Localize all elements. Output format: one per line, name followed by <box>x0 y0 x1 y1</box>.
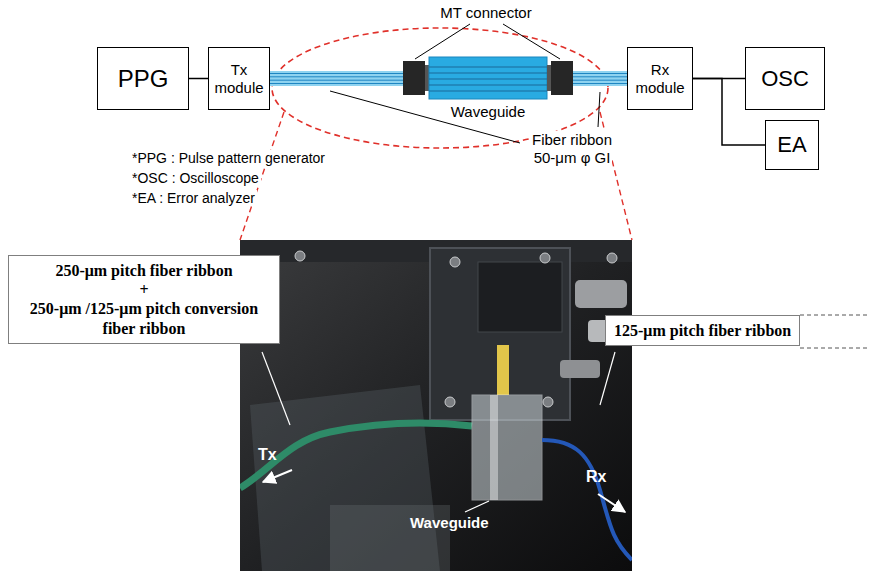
mt-connector <box>403 61 425 95</box>
instrument-box: OSC <box>745 47 825 110</box>
screw <box>445 397 455 407</box>
fiber-strand <box>270 83 403 84</box>
node-text: PPG <box>118 65 169 93</box>
module-box: Tx module <box>208 47 270 110</box>
fiber-ribbon-photo <box>542 440 632 560</box>
fiber-strand <box>270 73 403 74</box>
connector-group <box>573 74 627 84</box>
callout-box: 250-μm pitch fiber ribbon+250-μm /125-μm… <box>8 255 280 344</box>
node-text: Tx module <box>212 61 266 96</box>
setup-photo <box>240 240 632 571</box>
screw <box>543 397 553 407</box>
leader-line <box>600 352 615 405</box>
waveguide-core <box>429 90 547 91</box>
footnote: *OSC : Oscilloscope <box>130 170 261 186</box>
part-label: MT connector <box>438 4 533 21</box>
mount-plate <box>430 248 570 420</box>
waveguide-photo <box>472 395 542 500</box>
leader-line <box>262 352 290 425</box>
screw <box>295 251 305 261</box>
screw <box>540 253 550 263</box>
waveguide-core <box>429 84 547 85</box>
connector-group <box>189 78 208 79</box>
node-text: + <box>17 280 271 299</box>
guide-line <box>800 315 870 316</box>
mt-connector <box>551 61 573 95</box>
micrometer-knob <box>560 360 600 378</box>
zoom-ellipse <box>272 28 608 148</box>
guide-line <box>800 348 870 349</box>
connector-group <box>270 74 403 84</box>
waveguide-body <box>429 57 547 99</box>
fiber-strand <box>573 83 627 84</box>
mt-connector <box>425 65 429 91</box>
signal-wire <box>189 78 208 80</box>
waveguide-photo <box>490 395 498 500</box>
leader-line <box>503 24 560 59</box>
footnote: *EA : Error analyzer <box>130 190 257 206</box>
node-text: Waveguide <box>403 103 573 120</box>
direction-arrow <box>263 470 292 482</box>
node-text: OSC <box>761 66 809 91</box>
fiber-strand <box>573 80 627 81</box>
micrometer-knob <box>575 280 627 308</box>
tab <box>497 345 509 395</box>
callout-box: 125-μm pitch fiber ribbon <box>605 315 800 346</box>
screw <box>450 257 460 267</box>
stage-block <box>478 262 562 332</box>
photo-background <box>240 240 632 571</box>
spec-label: 50-μm φ GI <box>532 149 613 166</box>
instrument-box: EA <box>765 120 819 170</box>
waveguide-core <box>429 72 547 73</box>
fiber-ribbon <box>270 71 403 86</box>
instrument-box: PPG <box>97 47 189 110</box>
photo-label: Waveguide <box>408 514 491 531</box>
fiber-strand <box>573 73 627 74</box>
fiber-ribbon-photo <box>240 423 472 488</box>
node-text: 250-μm /125-μm pitch conversion fiber ri… <box>17 299 271 337</box>
node-text: EA <box>777 132 806 157</box>
photo-label: Tx <box>256 446 279 464</box>
fiber-strand <box>270 76 403 77</box>
direction-arrow <box>598 494 625 512</box>
leader-line <box>465 501 489 512</box>
module-box: Rx module <box>627 47 693 110</box>
waveguide-core <box>429 78 547 79</box>
node-text: Rx module <box>631 61 689 96</box>
node-text: 250-μm pitch fiber ribbon <box>17 261 271 280</box>
footnote: *PPG : Pulse pattern generator <box>130 150 327 166</box>
fiber-strand <box>270 80 403 81</box>
photo-label: Rx <box>584 468 608 486</box>
fiber-strand <box>573 76 627 77</box>
part-label: Fiber ribbon <box>530 131 614 148</box>
leader-line <box>598 92 600 127</box>
waveguide-block: Waveguide <box>403 55 573 120</box>
mt-connector <box>547 65 551 91</box>
waveguide-shape <box>403 55 573 101</box>
node-text: 125-μm pitch fiber ribbon <box>614 321 791 340</box>
fiber-ribbon <box>573 71 627 86</box>
waveguide-core <box>429 66 547 67</box>
leader-line <box>415 24 470 59</box>
screw <box>607 253 617 263</box>
